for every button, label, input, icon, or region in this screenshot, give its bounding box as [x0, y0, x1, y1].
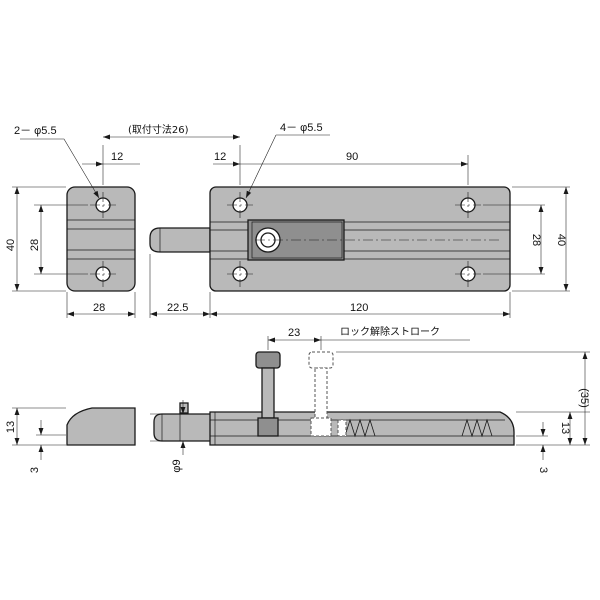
release-knob-ghost [308, 351, 334, 437]
label-dim-12-left: 12 [111, 151, 123, 163]
label-dim-3-left: 3 [29, 467, 41, 473]
label-dim-22-5: 22.5 [167, 302, 188, 314]
label-dim-28-bottom: 28 [93, 302, 105, 314]
label-dim-28-left: 28 [29, 239, 41, 251]
bolt-base-plate [209, 186, 511, 292]
label-dim-120: 120 [350, 302, 368, 314]
body-side [209, 411, 515, 446]
dimension-labels: 2－ φ5.5 (取付寸法26) 4－ φ5.5 12 12 90 40 28 … [5, 122, 590, 473]
bolt-rod-side [153, 402, 216, 442]
label-dim-23: 23 [288, 327, 300, 339]
label-dim-12-right: 12 [214, 151, 226, 163]
label-dim-phi9: φ9 [171, 459, 183, 472]
label-mount-pitch: (取付寸法26) [128, 123, 189, 136]
label-dim-28-right: 28 [530, 234, 542, 246]
label-dim-13-left: 13 [5, 421, 17, 433]
label-holes-4: 4－ φ5.5 [280, 122, 323, 134]
label-lock-release-stroke: ロック解除ストローク [340, 325, 440, 338]
keeper-side [66, 407, 136, 446]
label-holes-2: 2－ φ5.5 [14, 125, 57, 137]
label-dim-3-right: 3 [537, 467, 549, 473]
top-view [12, 134, 570, 318]
label-dim-40-left: 40 [5, 239, 17, 251]
label-dim-13-right: 13 [559, 422, 571, 434]
side-view [12, 336, 590, 460]
label-dim-40-right: 40 [555, 234, 567, 246]
keeper-plate [66, 186, 136, 292]
label-dim-90: 90 [346, 151, 358, 163]
release-knob [255, 351, 281, 437]
bolt-rod [149, 227, 211, 253]
label-dim-35: (35) [578, 388, 590, 408]
